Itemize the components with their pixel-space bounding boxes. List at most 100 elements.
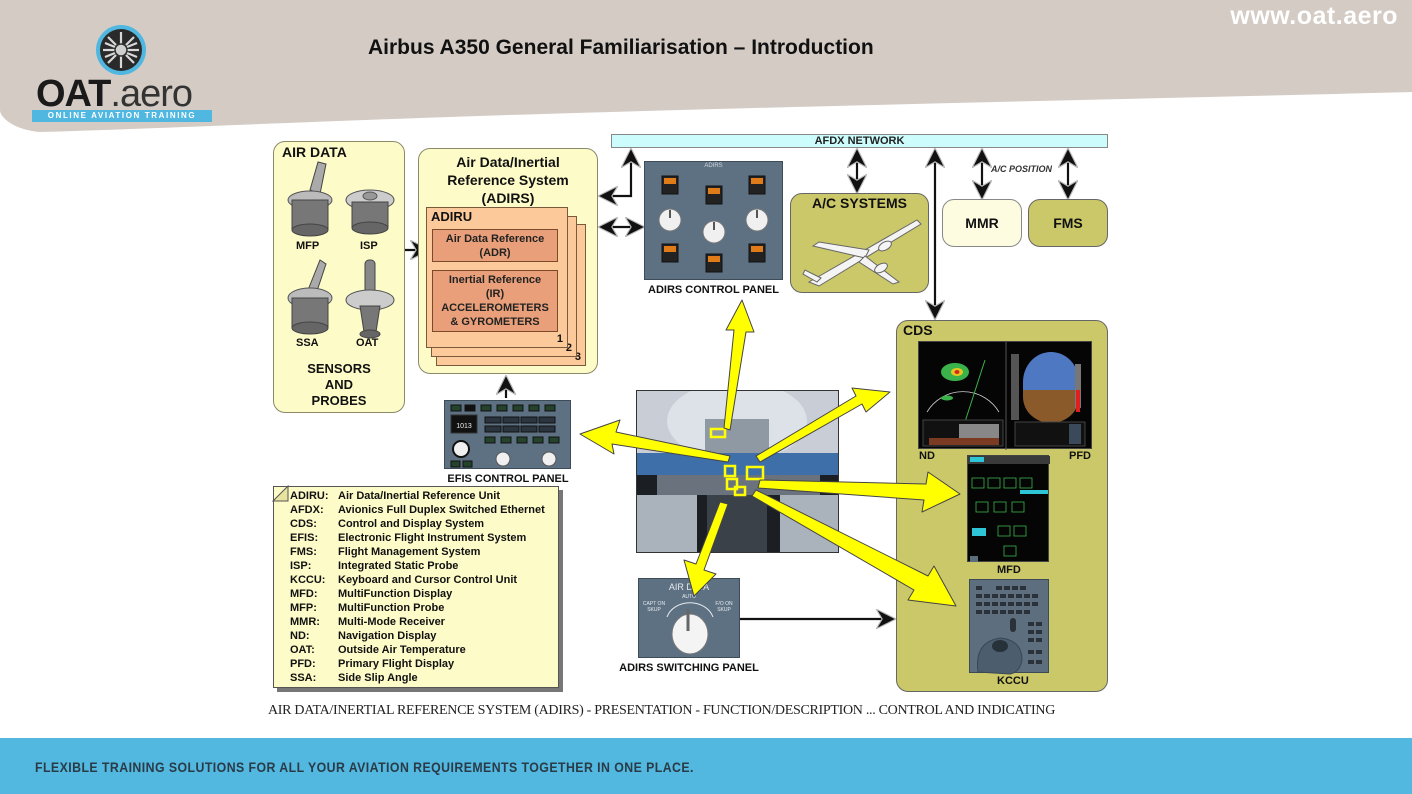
adirs-control-panel-caption: ADIRS CONTROL PANEL — [648, 284, 779, 296]
arrow-adirs-afdx — [600, 150, 631, 196]
adiru-label: ADIRU — [431, 209, 473, 224]
legend-row: MFD:MultiFunction Display — [290, 587, 558, 601]
legend-row: CDS:Control and Display System — [290, 517, 558, 531]
adirs-title-line: (ADIRS) — [481, 190, 535, 206]
legend-abbreviation: OAT: — [290, 644, 315, 656]
mfp-probe-icon — [287, 161, 333, 237]
mode-selector-knobs — [658, 208, 769, 244]
legend-abbreviation: EFIS: — [290, 532, 319, 544]
ir-line: (IR) — [485, 288, 505, 300]
logo-wordmark[interactable]: OAT.aero — [36, 73, 193, 115]
logo-tagline: ONLINE AVIATION TRAINING — [32, 110, 212, 122]
adr-line: (ADR) — [479, 247, 511, 259]
mfd-display — [967, 455, 1050, 562]
kccu-label: KCCU — [997, 675, 1029, 687]
air-data-box: AIR DATA — [273, 141, 405, 413]
legend-abbreviation: FMS: — [290, 546, 317, 558]
ir-block: Inertial Reference (IR) ACCELEROMETERS &… — [432, 270, 558, 332]
note-corner-fold-icon — [271, 484, 289, 502]
legend-row: MFP:MultiFunction Probe — [290, 601, 558, 615]
ir-line: ACCELEROMETERS — [441, 302, 549, 314]
adirs-title: Air Data/Inertial Reference System (ADIR… — [419, 153, 597, 207]
ac-systems-box: A/C SYSTEMS — [790, 193, 929, 293]
legend-row: KCCU:Keyboard and Cursor Control Unit — [290, 573, 558, 587]
adr-buttons — [661, 243, 766, 273]
kccu-unit — [969, 579, 1049, 675]
switching-panel-header: AIR DATA — [668, 582, 710, 592]
isp-probe-icon — [345, 189, 395, 235]
diagram-caption: AIR DATA/INERTIAL REFERENCE SYSTEM (ADIR… — [268, 703, 1056, 718]
legend-row: AFDX: Avionics Full Duplex Switched Ether… — [290, 503, 558, 517]
footer-tagline: FLEXIBLE TRAINING SOLUTIONS FOR ALL YOUR… — [35, 759, 694, 775]
sensor-label-oat: OAT — [356, 337, 379, 349]
oat-probe-icon — [345, 259, 395, 339]
legend-definition: Control and Display System — [338, 518, 485, 530]
ir-line: & GYROMETERS — [450, 316, 540, 328]
legend-definition: Integrated Static Probe — [338, 560, 459, 572]
air-data-title: AIR DATA — [282, 144, 347, 160]
legend-abbreviation: ADIRU: — [290, 490, 329, 502]
legend-definition: Avionics Full Duplex Switched Ethernet — [338, 504, 545, 516]
legend-row: ISP:Integrated Static Probe — [290, 559, 558, 573]
legend-row: MMR: Multi-Mode Receiver — [290, 615, 558, 629]
efis-control-panel-caption: EFIS CONTROL PANEL — [447, 473, 569, 485]
footer-line: AND — [324, 377, 354, 392]
sensor-label-mfp: MFP — [296, 240, 320, 252]
ac-systems-label: A/C SYSTEMS — [812, 195, 907, 211]
switch-position-auto: AUTO — [682, 594, 696, 600]
nd-pfd-display — [918, 341, 1092, 450]
nd-pfd-illustration — [922, 342, 1086, 450]
legend-row: PFD:Primary Flight Display — [290, 657, 558, 671]
adirs-switching-panel: AIR DATA CAPT ON SKUP AUTO F/O ON SKUP — [638, 578, 740, 658]
legend-abbreviation: ND: — [290, 630, 310, 642]
ac-position-label: A/C POSITION — [991, 164, 1053, 174]
legend-definition: Keyboard and Cursor Control Unit — [338, 574, 518, 586]
afdx-network-bar: AFDX NETWORK — [611, 134, 1108, 148]
mfd-illustration — [968, 456, 1050, 562]
callout-arrow-to-nd-pfd — [755, 387, 891, 463]
adiru-unit-number: 1 — [556, 333, 563, 345]
fms-box: FMS — [1028, 199, 1108, 247]
logo-brand-light: .aero — [110, 73, 193, 115]
sensor-probe-images — [287, 161, 395, 339]
adirs-panel-controls — [658, 175, 769, 273]
callout-arrow-to-efis-panel — [579, 419, 731, 463]
adirs-panel-header: ADIRS — [704, 163, 723, 169]
legend-abbreviation: MMR: — [290, 616, 320, 628]
legend-abbreviation: PFD: — [290, 658, 316, 670]
legend-abbreviation: AFDX: — [290, 504, 324, 516]
pfd-label: PFD — [1069, 450, 1091, 462]
adiru-unit-number: 2 — [565, 342, 572, 354]
switch-position-capt: CAPT ON SKUP — [642, 601, 666, 613]
logo-brand-bold: OAT — [36, 73, 111, 115]
mfd-label: MFD — [997, 564, 1021, 576]
air-data-selector-knob[interactable] — [639, 579, 741, 659]
legend-row: OAT:Outside Air Temperature — [290, 643, 558, 657]
legend-definition: Multi-Mode Receiver — [338, 616, 445, 628]
callout-arrow-to-kccu — [751, 489, 957, 607]
adiru-card-1: ADIRU Air Data Reference (ADR) Inertial … — [426, 207, 568, 348]
aircraft-icon — [802, 219, 922, 287]
adr-line: Air Data Reference — [445, 233, 545, 245]
switch-position-fo: F/O ON SKUP — [715, 601, 733, 613]
legend-row: ADIRU: Air Data/Inertial Reference Unit — [290, 489, 558, 503]
legend-definition: Navigation Display — [338, 630, 437, 642]
callout-highlight-boxes — [709, 427, 765, 497]
footer-band — [0, 738, 1412, 794]
site-url[interactable]: www.oat.aero — [1230, 2, 1398, 30]
ir-buttons — [661, 175, 766, 205]
adirs-title-line: Air Data/Inertial — [456, 154, 560, 170]
callout-arrow-to-mfd — [757, 471, 961, 513]
legend-definition: Air Data/Inertial Reference Unit — [338, 490, 500, 502]
ssa-probe-icon — [287, 259, 333, 335]
efis-panel-controls: 1013 — [450, 404, 560, 468]
adirs-switching-panel-caption: ADIRS SWITCHING PANEL — [619, 662, 759, 674]
callout-arrow-to-adirs-control-panel — [723, 299, 755, 431]
legend-definition: MultiFunction Probe — [338, 602, 445, 614]
nd-label: ND — [919, 450, 935, 462]
legend-row: EFIS:Electronic Flight Instrument System — [290, 531, 558, 545]
adr-block: Air Data Reference (ADR) — [432, 229, 558, 262]
